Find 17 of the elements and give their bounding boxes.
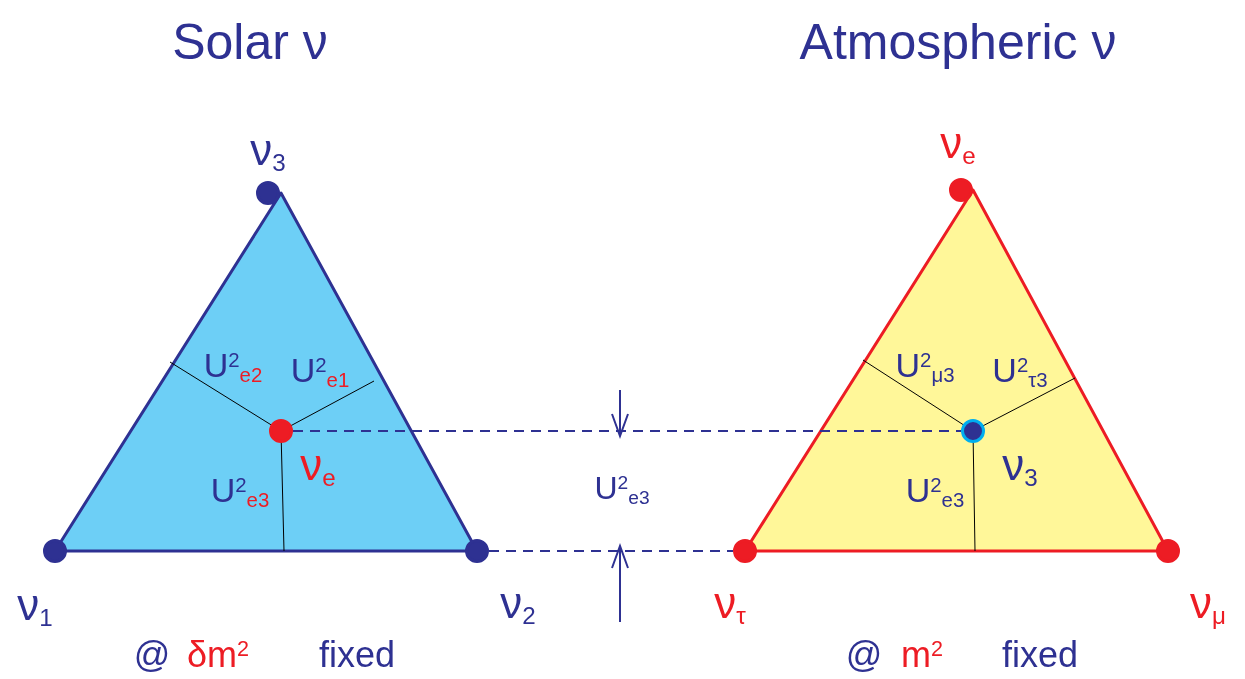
note-text: fixed [319,637,395,673]
vertex-label: ν$_{2}$ [500,581,536,625]
note-text: @ [845,637,883,673]
note-text: fixed [1002,637,1078,673]
note-text: δm$^{2}$ [187,637,249,673]
vertex-label: ν$_{τ}$ [714,581,746,625]
vertex-label: ν$_{3}$ [250,128,286,172]
title: Atmospheric ν [799,17,1117,67]
vertex-label: ν$_{e}$ [300,443,336,487]
note-text: @ [133,637,171,673]
vertex-label: ν$_{3}$ [1002,443,1038,487]
title: Solar ν [172,17,328,67]
dashed-connector [292,430,962,432]
note-text: m$^{2}$ [901,637,943,673]
dashed-connector [488,550,734,552]
vertex-label: ν$_{e}$ [940,121,976,165]
vertex-label: ν$_{1}$ [17,583,53,627]
